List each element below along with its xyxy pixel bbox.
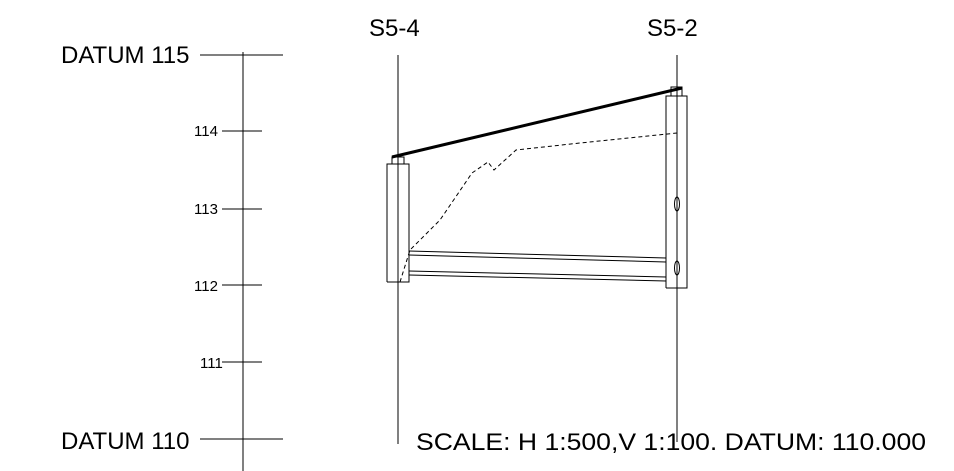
ground-surface-line [391,86,683,159]
datum-top-label: DATUM 115 [61,42,189,69]
datum-bottom-label: DATUM 110 [61,428,189,455]
level-ticks: 114 113 112 111 [194,123,262,372]
manhole-left [386,156,410,283]
tick-label-113: 113 [194,201,218,218]
pipe [408,250,667,282]
manhole-right [665,86,688,289]
tick-label-112: 112 [194,278,218,295]
tick-label-114: 114 [194,123,218,140]
section-label-right: S5-2 [647,15,698,42]
tick-label-111: 111 [200,355,223,372]
section-label-left: S5-4 [369,15,420,42]
scale-note: SCALE: H 1:500,V 1:100. DATUM: 110.000 [416,429,926,456]
existing-ground-line [399,132,678,283]
